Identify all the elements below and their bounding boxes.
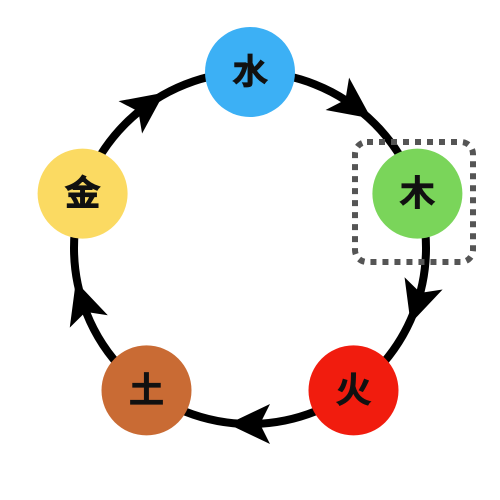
node-label-earth: 土 [130, 371, 164, 411]
node-metal: 金 [37, 148, 128, 239]
node-fire: 火 [308, 345, 399, 436]
arrow-fire-to-earth [228, 404, 270, 444]
arrow-metal-to-water [118, 92, 165, 134]
node-wood: 木 [372, 148, 463, 239]
node-circle-fire [308, 345, 399, 436]
node-circle-wood [372, 148, 463, 239]
node-circle-water [205, 27, 295, 117]
highlight-box [352, 139, 476, 265]
arrows-layer [69, 77, 443, 444]
node-water: 水 [205, 27, 295, 117]
node-label-wood: 木 [399, 174, 434, 214]
node-circle-earth [101, 345, 192, 436]
node-earth: 土 [101, 345, 192, 436]
node-label-metal: 金 [65, 174, 101, 214]
arrow-earth-to-metal [69, 281, 108, 328]
arrow-wood-to-fire [404, 277, 443, 324]
node-label-water: 水 [233, 53, 268, 93]
nodes-layer: 水木火 土 金 [37, 27, 463, 436]
node-label-fire: 火 [337, 371, 371, 411]
node-circle-metal [37, 148, 128, 239]
arrow-water-to-wood [325, 77, 372, 119]
